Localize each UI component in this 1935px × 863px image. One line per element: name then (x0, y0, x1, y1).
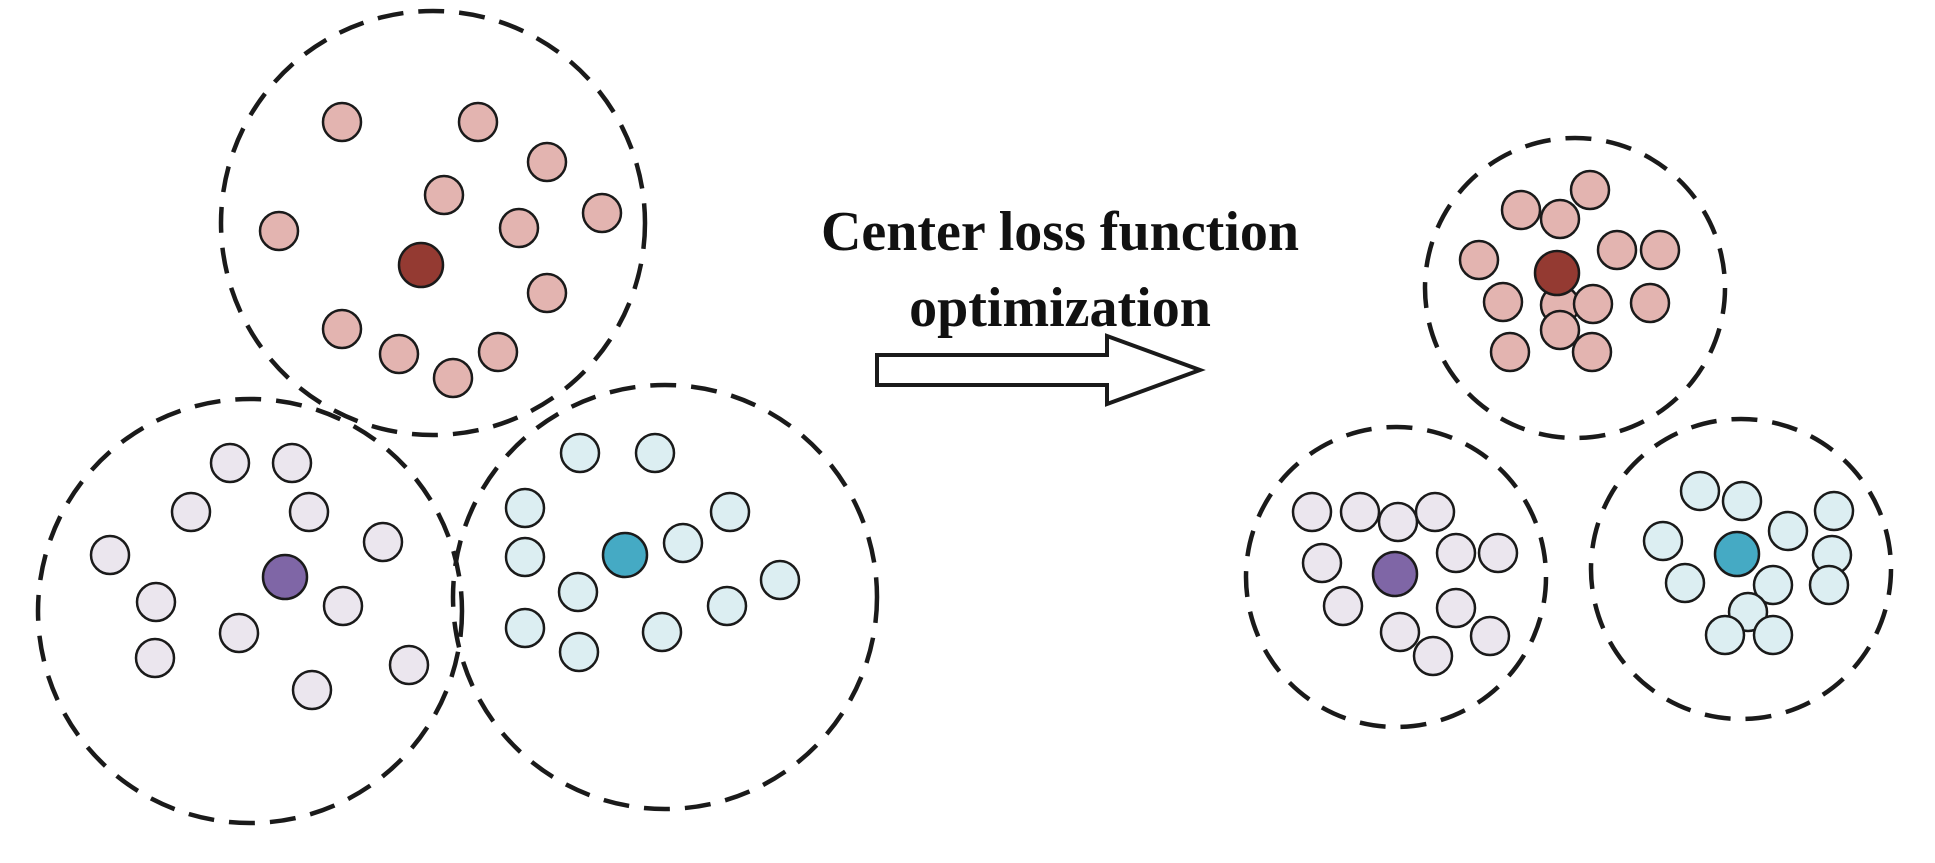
after-purple-sample-point (1414, 491, 1456, 533)
after-blue-sample-point (1664, 562, 1706, 604)
after-purple-sample-point (1291, 491, 1333, 533)
after-blue-sample-point (1808, 564, 1850, 606)
before-blue-sample-point (557, 571, 599, 613)
before-blue-class-center (601, 531, 649, 579)
caption-line-1: Center loss function (820, 201, 1300, 263)
before-purple-sample-point (135, 581, 177, 623)
after-blue-sample-point (1813, 490, 1855, 532)
before-red-sample-point (258, 210, 300, 252)
after-blue-sample-point (1752, 564, 1794, 606)
after-purple-class-center (1371, 550, 1419, 598)
before-red-sample-point (321, 101, 363, 143)
before-blue-sample-point (504, 536, 546, 578)
after-red-sample-point (1489, 331, 1531, 373)
after-red-sample-point (1596, 229, 1638, 271)
before-red-sample-point (498, 207, 540, 249)
before-purple-sample-point (291, 669, 333, 711)
before-red-sample-point (423, 174, 465, 216)
after-red-sample-point (1458, 239, 1500, 281)
before-blue-sample-point (641, 611, 683, 653)
before-red-sample-point (432, 357, 474, 399)
after-red-sample-point (1500, 189, 1542, 231)
after-blue-sample-point (1704, 614, 1746, 656)
after-purple-sample-point (1301, 542, 1343, 584)
after-purple-sample-point (1379, 611, 1421, 653)
before-red-sample-point (321, 308, 363, 350)
after-red-cluster-boundary (1422, 135, 1728, 441)
optimization-arrow (875, 333, 1206, 407)
after-purple-sample-point (1412, 635, 1454, 677)
before-purple-class-center (261, 553, 309, 601)
after-red-sample-point (1629, 282, 1671, 324)
after-red-sample-point (1572, 283, 1614, 325)
after-red-sample-point (1482, 281, 1524, 323)
after-blue-cluster-boundary (1588, 416, 1894, 722)
caption-line-2: optimization (909, 277, 1211, 339)
after-red-class-center (1533, 249, 1581, 297)
before-blue-sample-point (709, 491, 751, 533)
before-purple-sample-point (271, 442, 313, 484)
before-purple-sample-point (288, 491, 330, 533)
after-purple-cluster-boundary (1243, 424, 1549, 730)
before-blue-sample-point (706, 585, 748, 627)
after-blue-sample-point (1721, 480, 1763, 522)
before-purple-sample-point (209, 442, 251, 484)
before-blue-sample-point (662, 522, 704, 564)
before-red-sample-point (581, 192, 623, 234)
before-blue-sample-point (558, 631, 600, 673)
after-purple-sample-point (1339, 491, 1381, 533)
after-purple-sample-point (1322, 585, 1364, 627)
after-purple-sample-point (1435, 587, 1477, 629)
before-purple-cluster-boundary (35, 396, 465, 826)
before-purple-sample-point (362, 521, 404, 563)
before-purple-sample-point (89, 534, 131, 576)
before-red-sample-point (526, 272, 568, 314)
after-purple-sample-point (1435, 532, 1477, 574)
after-purple-sample-point (1477, 532, 1519, 574)
before-red-sample-point (477, 331, 519, 373)
before-blue-sample-point (759, 559, 801, 601)
before-purple-sample-point (322, 585, 364, 627)
before-blue-sample-point (504, 607, 546, 649)
before-optimization-panel (35, 8, 880, 826)
after-blue-sample-point (1752, 614, 1794, 656)
before-red-sample-point (457, 101, 499, 143)
before-purple-sample-point (134, 637, 176, 679)
after-red-sample-point (1539, 198, 1581, 240)
before-blue-sample-point (559, 432, 601, 474)
after-blue-sample-point (1679, 470, 1721, 512)
after-red-sample-point (1639, 229, 1681, 271)
right-arrow-icon (875, 333, 1206, 407)
after-purple-sample-point (1469, 615, 1511, 657)
after-blue-sample-point (1767, 510, 1809, 552)
after-blue-class-center (1713, 530, 1761, 578)
before-blue-cluster-boundary (450, 382, 880, 812)
after-purple-sample-point (1377, 501, 1419, 543)
after-blue-sample-point (1642, 520, 1684, 562)
before-blue-sample-point (504, 487, 546, 529)
before-blue-sample-point (634, 432, 676, 474)
before-purple-sample-point (170, 491, 212, 533)
after-red-sample-point (1571, 331, 1613, 373)
after-red-sample-point (1569, 169, 1611, 211)
before-red-cluster-boundary (218, 8, 648, 438)
before-purple-sample-point (388, 644, 430, 686)
before-red-sample-point (526, 141, 568, 183)
before-purple-sample-point (218, 612, 260, 654)
before-red-class-center (397, 241, 445, 289)
before-red-sample-point (378, 333, 420, 375)
after-optimization-panel (1243, 135, 1894, 730)
after-red-sample-point (1539, 309, 1581, 351)
